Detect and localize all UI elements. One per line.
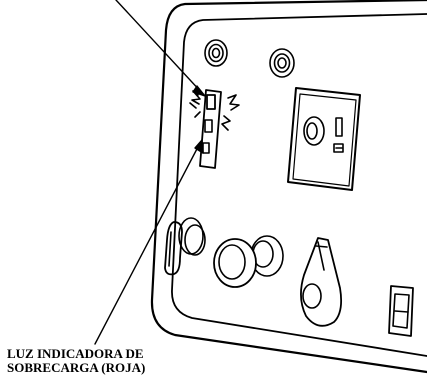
leader-arrowhead-top bbox=[192, 85, 206, 97]
leader-arrowhead-callout bbox=[194, 139, 204, 154]
round-knob bbox=[213, 235, 284, 288]
overload-flash-marks bbox=[189, 90, 240, 131]
leader-line-top bbox=[115, 0, 204, 95]
overload-light-red bbox=[206, 94, 216, 110]
panel-housing bbox=[150, 0, 427, 374]
overload-indicator-strip bbox=[199, 89, 222, 169]
control-box bbox=[287, 87, 361, 191]
leader-line-callout bbox=[94, 144, 200, 345]
control-box-slot-bottom bbox=[333, 143, 344, 153]
top-left-knob bbox=[204, 39, 228, 67]
top-right-knob bbox=[269, 48, 295, 78]
bottom-outlet bbox=[164, 217, 206, 276]
control-box-slot-top bbox=[335, 117, 343, 137]
indicator-light-bottom bbox=[202, 142, 210, 154]
rocker-switch bbox=[388, 285, 414, 337]
leader-lines bbox=[94, 0, 206, 345]
control-box-knob bbox=[303, 116, 325, 146]
caption-line-2: SOBRECARGA (ROJA) bbox=[7, 360, 146, 375]
selector-knob bbox=[300, 237, 343, 327]
caption-line-1: LUZ INDICADORA DE bbox=[7, 346, 144, 361]
overload-light-caption: LUZ INDICADORA DE SOBRECARGA (ROJA) bbox=[7, 347, 145, 375]
indicator-light-middle bbox=[204, 119, 213, 133]
